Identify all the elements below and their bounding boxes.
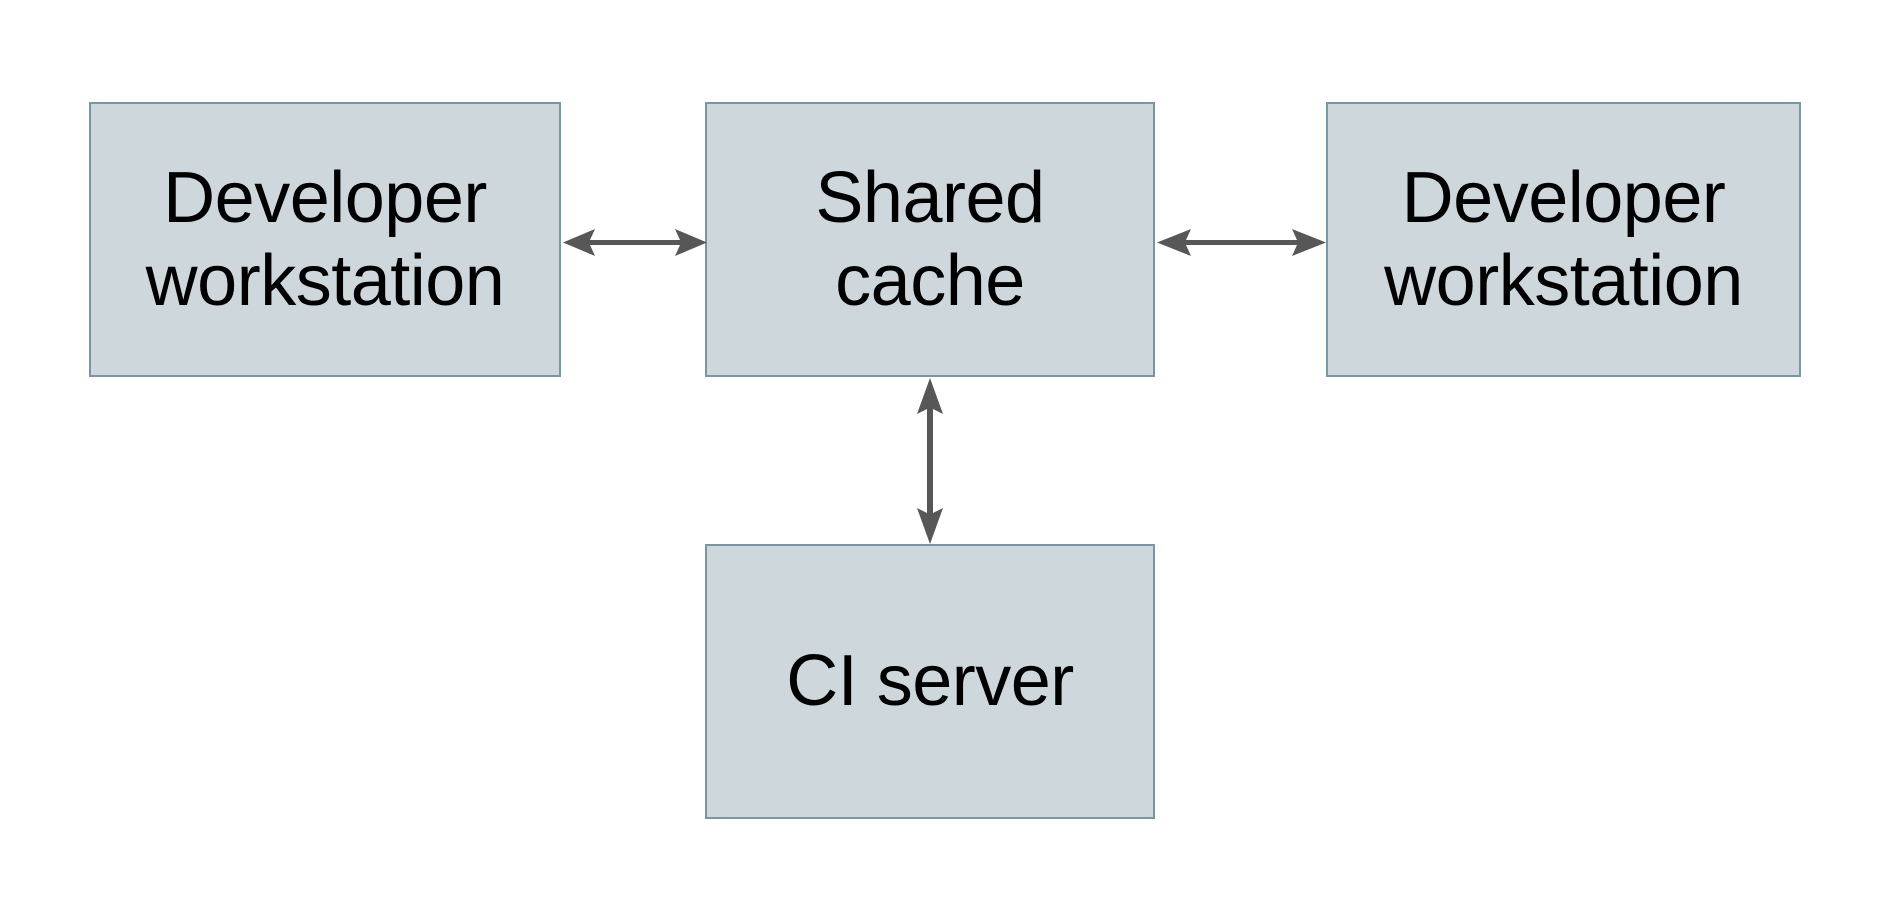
node-shared-cache[interactable]: Shared cache (705, 102, 1155, 377)
edge-shared-cache-to-ci-server-double-arrow-icon (917, 378, 943, 544)
edge-dev-left-to-shared-cache-double-arrow-icon (563, 229, 707, 256)
node-ci-server[interactable]: CI server (705, 544, 1155, 819)
edge-shared-cache-to-dev-right-double-arrow-icon (1157, 229, 1326, 256)
node-developer-workstation-left[interactable]: Developer workstation (89, 102, 561, 377)
node-developer-workstation-right[interactable]: Developer workstation (1326, 102, 1801, 377)
